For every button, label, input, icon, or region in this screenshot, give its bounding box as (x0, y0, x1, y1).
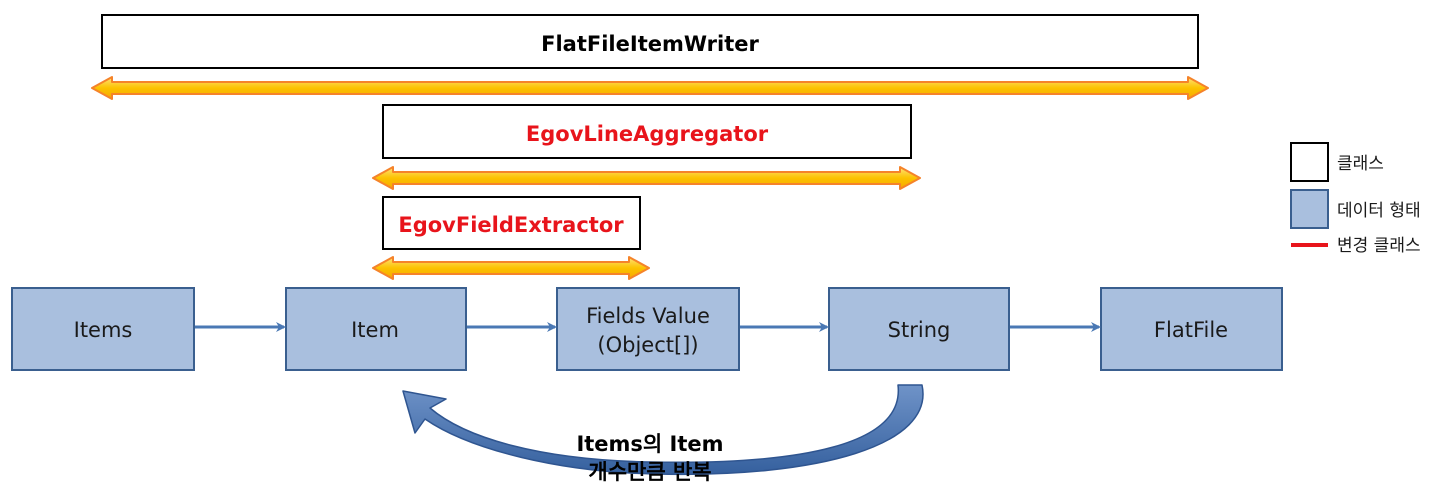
data-label-item: Item (351, 318, 399, 342)
loop-arrow (402, 384, 924, 476)
legend-swatch-data (1290, 189, 1329, 229)
range-arrow-egov-field-extractor (372, 256, 650, 280)
data-box-item: Item (285, 287, 467, 371)
data-box-flatfile: FlatFile (1100, 287, 1283, 371)
loop-label-line2: 개수만큼 반복 (588, 460, 711, 484)
legend-item-data: 데이터 형태 (1290, 189, 1421, 229)
legend-item-changed: 변경 클래스 (1291, 236, 1421, 256)
class-label-egov-field-extractor: EgovFieldExtractor (398, 213, 624, 237)
class-box-egov-line-aggregator: EgovLineAggregator (382, 104, 912, 159)
data-label-string: String (888, 318, 951, 342)
data-label-items: Items (74, 318, 133, 342)
data-label-fields-value: Fields Value (586, 304, 710, 328)
legend: 클래스 데이터 형태 변경 클래스 (1290, 142, 1421, 256)
class-box-egov-field-extractor: EgovFieldExtractor (382, 196, 641, 250)
data-box-string: String (828, 287, 1010, 371)
range-arrow-flat-file-item-writer (91, 76, 1209, 100)
legend-label-class: 클래스 (1337, 154, 1384, 174)
data-label-flatfile: FlatFile (1154, 318, 1228, 342)
data-label-fields-type: (Object[]) (597, 333, 698, 357)
class-label-flat-file-item-writer: FlatFileItemWriter (541, 32, 759, 56)
class-label-egov-line-aggregator: EgovLineAggregator (526, 122, 769, 146)
loop-label-line1: Items의 Item (576, 432, 723, 456)
legend-swatch-class (1290, 142, 1329, 182)
legend-label-changed: 변경 클래스 (1337, 236, 1421, 256)
data-box-items: Items (11, 287, 195, 371)
data-box-fields-value: Fields Value (Object[]) (556, 287, 740, 371)
class-box-flat-file-item-writer: FlatFileItemWriter (101, 14, 1199, 69)
range-arrow-egov-line-aggregator (372, 166, 921, 190)
legend-label-data: 데이터 형태 (1337, 201, 1421, 221)
legend-item-class: 클래스 (1290, 142, 1384, 182)
